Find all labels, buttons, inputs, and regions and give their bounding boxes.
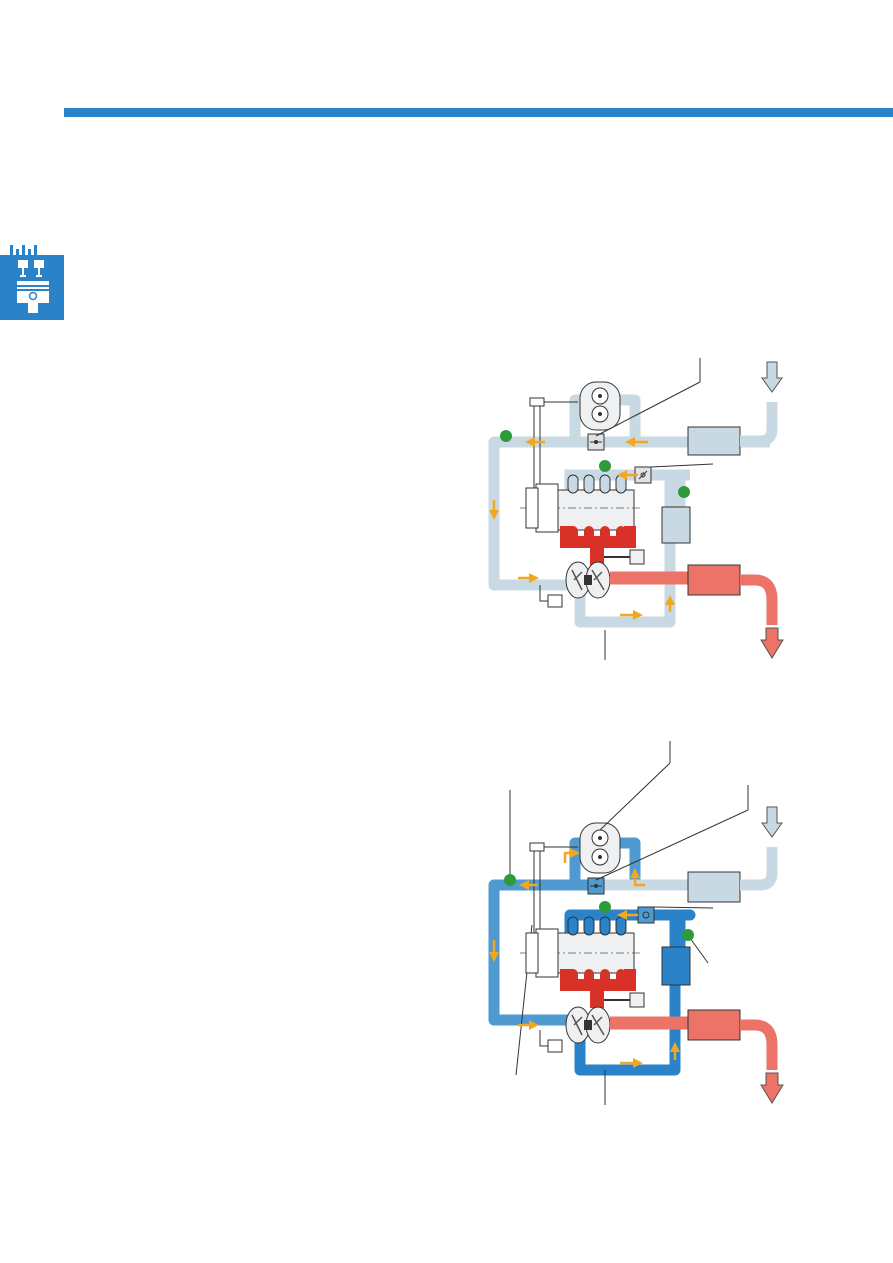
- leader-line: [595, 381, 701, 437]
- turbocharger: [565, 561, 611, 599]
- exhaust-arrow: [760, 1072, 784, 1104]
- actuator-line: [539, 585, 548, 602]
- actuator-line: [539, 1030, 548, 1047]
- valve-icon: [682, 929, 694, 941]
- tailpipe: [740, 1019, 778, 1070]
- control-flap: [587, 433, 605, 451]
- supercharger: [579, 381, 621, 431]
- control-flap: [587, 877, 605, 895]
- engine-block: [520, 916, 640, 978]
- valve-icon: [599, 460, 611, 472]
- actuator: [547, 594, 563, 608]
- leader-line: [689, 937, 709, 964]
- throttle-valve: [634, 463, 714, 484]
- valve-icon: [678, 486, 690, 498]
- exhaust-silencer: [687, 564, 741, 596]
- air-intake-duct: [740, 847, 778, 891]
- charging-diagram-turbo: [488, 358, 784, 660]
- exhaust-manifold: [560, 969, 636, 1008]
- valve-icon: [599, 901, 611, 913]
- air-intake-duct: [740, 402, 778, 447]
- intake-arrow: [761, 361, 783, 393]
- flow-arrow-icon: [489, 848, 680, 1068]
- belt-drive: [529, 842, 578, 935]
- air-filter: [687, 426, 741, 456]
- intercooler: [661, 506, 691, 544]
- engine-piston-icon: [0, 245, 64, 320]
- supercharger: [579, 822, 621, 874]
- wastegate: [604, 549, 645, 565]
- valve-icon: [504, 874, 516, 886]
- wastegate: [604, 992, 645, 1008]
- exhaust-arrow: [760, 627, 784, 659]
- leader-line: [599, 762, 671, 831]
- charging-diagram-combined: [488, 741, 784, 1105]
- engine-block: [520, 474, 640, 533]
- intercooler: [661, 946, 691, 986]
- header-rule: [64, 108, 893, 117]
- tailpipe: [740, 574, 778, 625]
- turbocharger: [565, 1006, 611, 1044]
- air-filter: [687, 871, 741, 903]
- exhaust-silencer: [687, 1009, 741, 1041]
- throttle-valve: [637, 906, 714, 924]
- actuator: [547, 1039, 563, 1053]
- flow-arrow-icon: [489, 437, 675, 620]
- leader-line: [595, 809, 749, 881]
- valve-icon: [500, 430, 512, 442]
- intake-arrow: [761, 806, 783, 838]
